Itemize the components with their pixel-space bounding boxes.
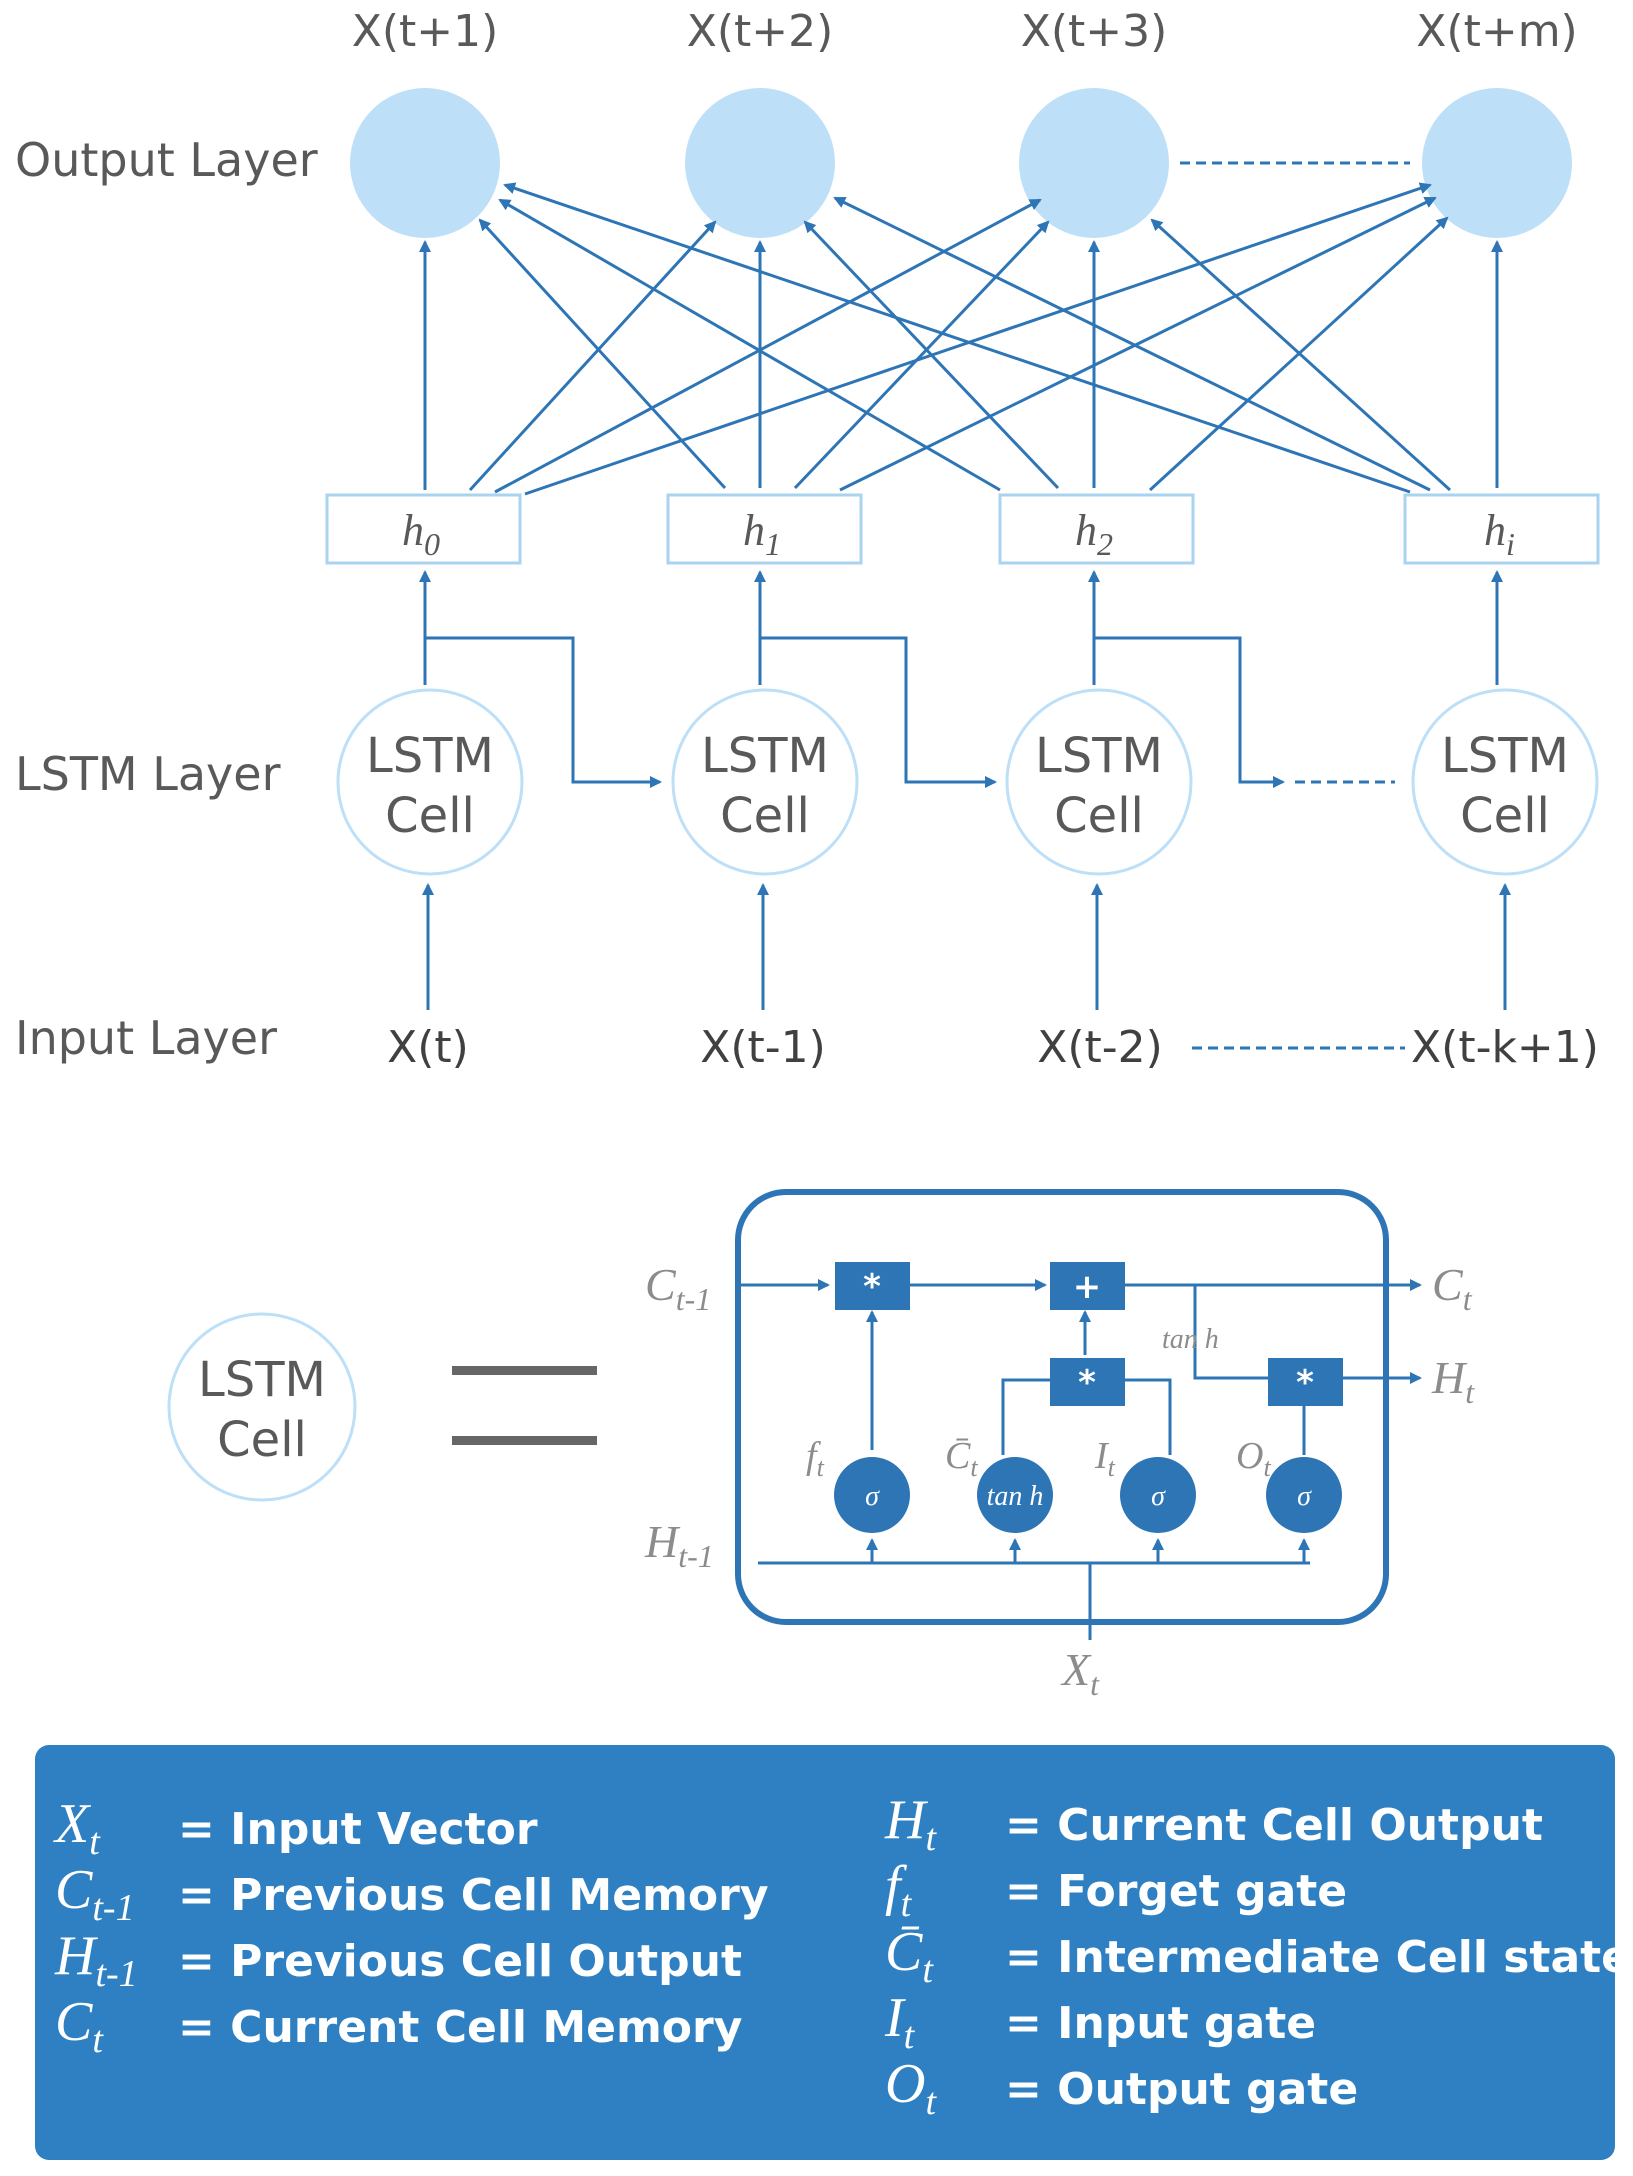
cell-internal-lines [735, 1279, 1422, 1640]
input-gate-sigma: σ [1120, 1457, 1196, 1533]
svg-text:LSTM: LSTM [198, 1352, 326, 1408]
svg-text:h1: h1 [743, 506, 781, 562]
equals-sign [452, 1366, 597, 1445]
svg-text:LSTM: LSTM [701, 728, 829, 784]
legend-symbol: Ht [884, 1789, 937, 1859]
svg-text:LSTM: LSTM [1035, 728, 1163, 784]
forget-multiply-op: * [835, 1262, 910, 1310]
cell-to-hidden-arrows [419, 570, 1503, 685]
h-out-label: Ht [1431, 1352, 1475, 1410]
legend-definition: = Input gate [1005, 1998, 1316, 2049]
legend-symbol: Ht-1 [54, 1925, 138, 1995]
svg-text:LSTM: LSTM [366, 728, 494, 784]
legend-definition: = Input Vector [178, 1804, 538, 1855]
svg-text:+: + [1073, 1267, 1102, 1307]
svg-text:h0: h0 [402, 506, 440, 562]
h-prev-label: Ht-1 [644, 1516, 714, 1574]
input-multiply-op: * [1050, 1358, 1125, 1406]
svg-text:*: * [1078, 1363, 1096, 1403]
output-label-m: X(t+m) [1416, 6, 1577, 57]
svg-text:Cell: Cell [217, 1412, 307, 1468]
svg-text:*: * [1296, 1363, 1314, 1403]
lstm-cell-3: LSTM Cell [1005, 688, 1193, 876]
lstm-cell-4: LSTM Cell [1411, 688, 1599, 876]
svg-text:tan h: tan h [987, 1481, 1044, 1512]
forget-gate-label: ft [806, 1435, 825, 1482]
lstm-cell-1: LSTM Cell [336, 688, 524, 876]
recurrent-connections [425, 636, 1395, 788]
dense-connections [419, 182, 1503, 496]
input-label-k: X(t-k+1) [1411, 1022, 1599, 1073]
legend-symbol: Xt [53, 1793, 101, 1863]
input-gate-label: It [1094, 1435, 1116, 1482]
legend-symbol: ft [885, 1855, 913, 1925]
legend-definition: = Current Cell Memory [178, 2002, 742, 2053]
output-label-1: X(t+1) [352, 6, 499, 57]
svg-text:σ: σ [865, 1481, 880, 1512]
legend-box [35, 1745, 1615, 2160]
output-label-2: X(t+2) [687, 6, 834, 57]
c-prev-label: Ct-1 [645, 1259, 711, 1317]
output-node-2 [685, 88, 835, 238]
svg-text:h2: h2 [1075, 506, 1113, 562]
svg-text:Cell: Cell [1054, 788, 1144, 844]
output-node-1 [350, 88, 500, 238]
add-op: + [1050, 1262, 1125, 1310]
hidden-state-hi: hi [1403, 493, 1600, 565]
legend-definition: = Previous Cell Output [178, 1936, 742, 1987]
legend-definition: = Previous Cell Memory [178, 1870, 769, 1921]
output-layer-label: Output Layer [15, 133, 318, 187]
output-gate-label: Ot [1236, 1435, 1271, 1482]
svg-text:Cell: Cell [385, 788, 475, 844]
legend-definition: = Output gate [1005, 2064, 1358, 2115]
output-node-3 [1019, 88, 1169, 238]
svg-text:σ: σ [1151, 1481, 1166, 1512]
tanh-label: tan h [1162, 1324, 1219, 1355]
cell-internal-box [735, 1189, 1389, 1625]
legend-symbol: Ot [885, 2053, 937, 2123]
svg-text:hi: hi [1484, 506, 1515, 562]
input-label-2: X(t-1) [700, 1022, 826, 1073]
detail-lstm-cell: LSTM Cell [167, 1312, 357, 1502]
input-layer-label: Input Layer [15, 1011, 277, 1065]
svg-text:LSTM: LSTM [1441, 728, 1569, 784]
hidden-state-h0: h0 [325, 493, 522, 565]
c-out-label: Ct [1432, 1259, 1473, 1317]
hidden-state-h1: h1 [666, 493, 863, 565]
candidate-label: C̄t [945, 1435, 978, 1482]
output-node-m [1422, 88, 1572, 238]
output-label-3: X(t+3) [1021, 6, 1168, 57]
legend-definition: = Current Cell Output [1005, 1800, 1543, 1851]
output-multiply-op: * [1268, 1358, 1343, 1406]
legend-definition: = Intermediate Cell state [1005, 1932, 1631, 1983]
lstm-layer-label: LSTM Layer [15, 747, 281, 801]
legend-symbol: Ct [55, 1991, 104, 2061]
svg-text:*: * [863, 1267, 881, 1307]
input-label-1: X(t) [387, 1022, 469, 1073]
svg-text:Cell: Cell [720, 788, 810, 844]
output-gate-sigma: σ [1266, 1457, 1342, 1533]
svg-text:σ: σ [1297, 1481, 1312, 1512]
hidden-state-h2: h2 [998, 493, 1195, 565]
legend-right: Ht = Current Cell Output ft = Forget gat… [884, 1789, 1631, 2123]
input-to-cell-arrows [422, 883, 1511, 1010]
lstm-cell-2: LSTM Cell [671, 688, 859, 876]
x-in-label: Xt [1060, 1644, 1100, 1702]
legend-left: Xt = Input Vector Ct-1 = Previous Cell M… [53, 1793, 769, 2061]
legend-definition: = Forget gate [1005, 1866, 1347, 1917]
input-label-3: X(t-2) [1037, 1022, 1163, 1073]
forget-gate-sigma: σ [834, 1457, 910, 1533]
svg-text:Cell: Cell [1460, 788, 1550, 844]
legend-symbol: C̄t [885, 1921, 934, 1991]
legend-symbol: It [884, 1987, 916, 2057]
candidate-tanh: tan h [977, 1457, 1053, 1533]
legend-symbol: Ct-1 [55, 1859, 135, 1929]
